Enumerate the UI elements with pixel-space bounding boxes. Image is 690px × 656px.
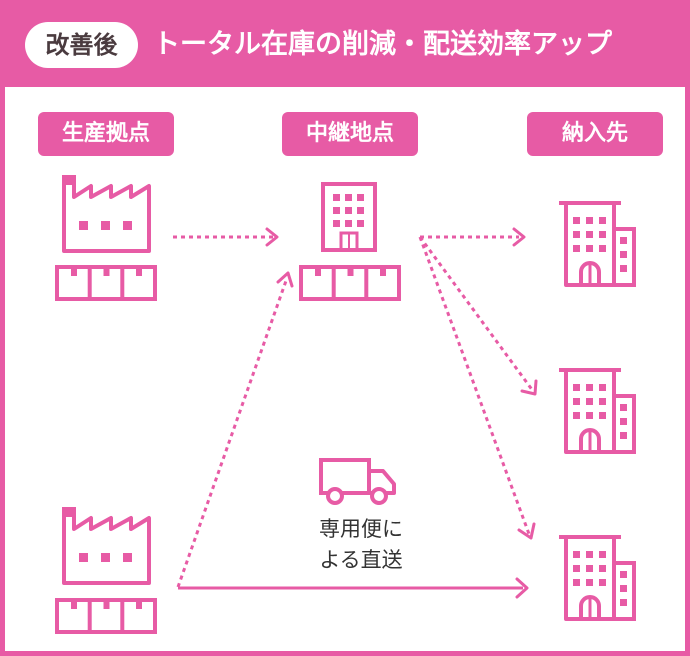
inventory-boxes-icon xyxy=(299,265,401,301)
diagram-title: トータル在庫の削減・配送効率アップ xyxy=(153,29,612,60)
route-hub-to-destination-3 xyxy=(418,236,531,535)
arrowhead xyxy=(265,227,279,247)
arrowhead xyxy=(517,522,536,540)
direct-delivery-caption: 専用便に よる直送 xyxy=(301,514,421,576)
destination-label: 納入先 xyxy=(527,112,663,156)
diagram-canvas xyxy=(55,173,636,634)
inventory-boxes-icon xyxy=(55,265,157,301)
hub-label: 中継地点 xyxy=(282,112,418,156)
header-bar: 改善後 トータル在庫の削減・配送効率アップ xyxy=(5,0,690,87)
origin-label: 生産拠点 xyxy=(38,112,174,156)
office-building-icon xyxy=(557,368,636,454)
arrowhead xyxy=(520,379,538,396)
arrowhead xyxy=(276,271,294,288)
caption-line-1: 専用便に xyxy=(319,517,403,541)
office-building-icon xyxy=(321,182,377,252)
caption-line-2: よる直送 xyxy=(319,548,403,572)
factory-icon xyxy=(60,173,151,253)
after-improvement-badge: 改善後 xyxy=(25,22,138,68)
delivery-truck-icon xyxy=(319,458,396,505)
factory-icon xyxy=(60,505,151,585)
arrowhead xyxy=(515,577,529,599)
inventory-boxes-icon xyxy=(55,598,157,634)
route-hub-to-destination-2 xyxy=(418,236,535,392)
route-origin2-to-hub xyxy=(176,277,289,588)
office-building-icon xyxy=(557,535,636,621)
office-building-icon xyxy=(557,201,636,287)
arrowhead xyxy=(512,227,526,247)
